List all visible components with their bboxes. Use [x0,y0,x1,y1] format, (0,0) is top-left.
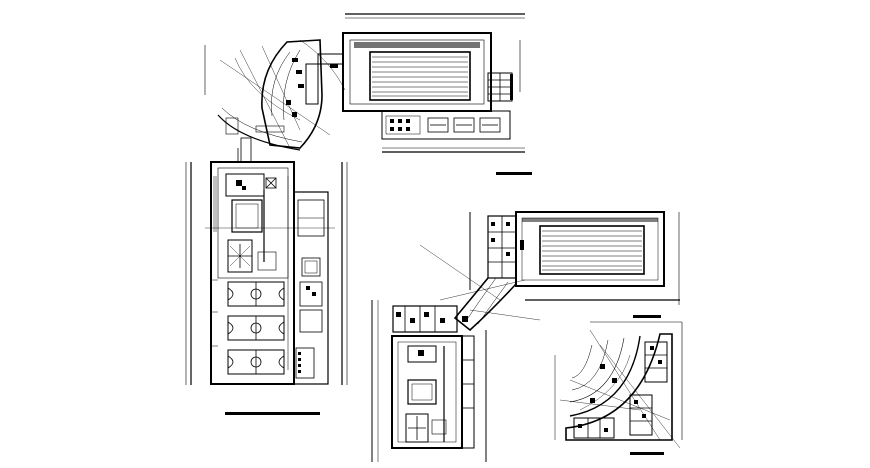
interior-furniture [286,58,513,117]
stair [225,117,239,135]
inner-arc [571,339,609,391]
olympic-pool [369,51,471,101]
equipment [265,177,277,189]
arc-line [299,39,346,91]
radial-line [439,279,526,301]
curved-link [453,277,517,332]
store-room [431,419,447,435]
radial-line [599,344,681,449]
changing-rooms [381,110,511,140]
pool-lanes [372,56,468,97]
plan-left-sports-strip [185,148,348,415]
toilets [295,347,315,379]
curved-wall [271,51,291,117]
plan-center-right-combined [371,211,680,462]
arc-line [579,354,631,411]
pool-lanes [542,230,642,271]
radial-line [589,329,661,441]
arc-line [234,57,301,121]
scale-bar [225,412,320,415]
fixtures [396,312,468,323]
locker-block [453,117,475,133]
fixtures [242,186,316,373]
edge-columns [211,176,289,370]
basketball-court-2 [227,315,285,341]
curved-canopy [221,107,303,143]
pool-hall-inner [349,39,485,105]
equipment [236,180,242,186]
basketball-court-3 [227,349,285,375]
curved-entrance-wing [261,39,323,149]
curved-wall [283,49,301,121]
locker-block [427,117,449,133]
olympic-pool [539,225,645,275]
reception-desk [255,125,285,133]
radial-line [419,244,501,301]
radial-line [239,49,291,149]
inner-arc [571,344,593,379]
side-corridor [461,335,475,449]
inner-arc [569,337,625,403]
multipurpose-hall [407,379,437,405]
scale-bar [496,172,532,175]
radial-line [569,379,671,421]
seating-band [354,42,480,48]
lift-core [301,257,321,277]
entrance-block [392,305,458,333]
link-block [305,63,319,105]
radial-line [219,59,331,136]
tennis-court [405,413,429,443]
fixtures [491,222,524,256]
quarter-circle-building [565,333,673,441]
multipurpose-hall [231,199,263,233]
fixtures [390,119,410,131]
hall-b [299,309,323,333]
rooms-cluster [644,341,668,383]
gym-room [407,345,437,363]
rooms-cluster [573,417,615,439]
seating-band [522,218,658,222]
gym-room [225,173,265,197]
store-room [257,251,277,271]
toilet-block [385,115,421,135]
locker-block [479,117,501,133]
rooms-cluster [629,394,653,436]
office [299,281,323,307]
scale-bar [633,315,661,318]
plan-bottom-right-quarter [554,321,683,455]
radial-line [559,399,641,411]
inner-arc [569,335,641,417]
curved-canopy [217,114,301,151]
side-pavilion [293,191,329,385]
basketball-court-1 [227,281,285,307]
plan-top-pool-complex [204,13,532,175]
scale-bar [630,452,664,455]
radial-line [469,309,541,321]
